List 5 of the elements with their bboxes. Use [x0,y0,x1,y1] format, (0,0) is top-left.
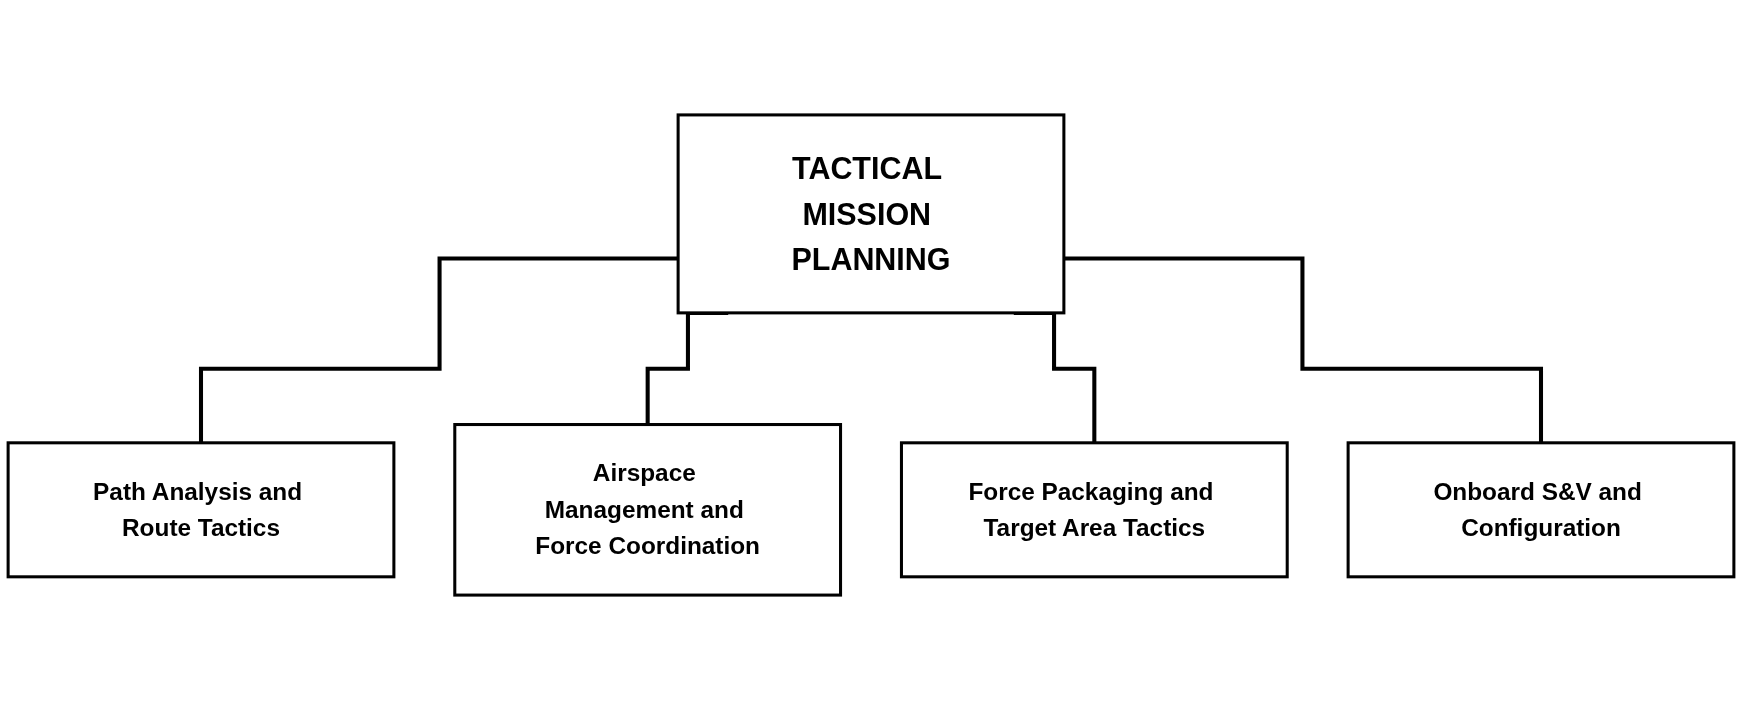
node-box: Onboard S&V and Configuration [1346,441,1736,579]
node-box: Path Analysis and Route Tactics [6,441,396,579]
node-box: Force Packaging and Target Area Tactics [899,441,1289,579]
node-box: Airspace Management and Force Coordination [453,423,843,597]
node-box: TACTICAL MISSION PLANNING [676,113,1066,315]
